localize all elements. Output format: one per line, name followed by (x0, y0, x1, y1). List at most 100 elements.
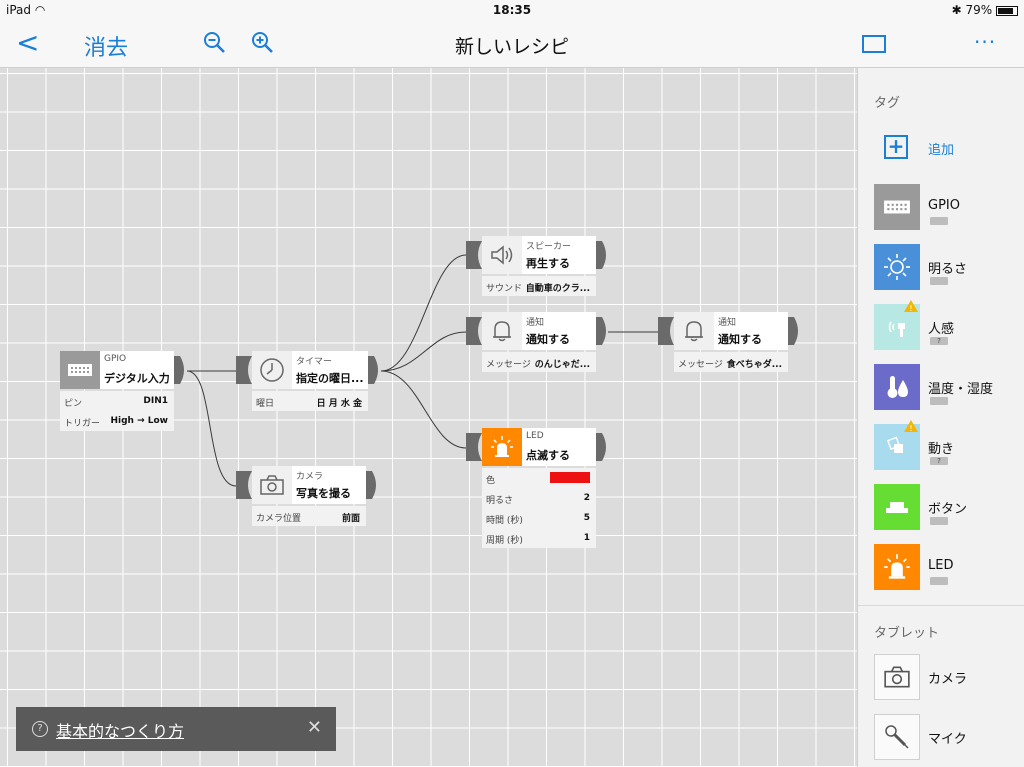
zoom-out-icon[interactable] (202, 30, 226, 58)
node-params: メッセージ食べちゃダ... (674, 352, 788, 372)
param-row[interactable]: 時間 (秒)5 (486, 513, 590, 526)
input-port-icon[interactable] (466, 433, 482, 461)
battery-badge (930, 397, 948, 405)
camera-icon (252, 466, 292, 504)
node-action: 再生する (526, 257, 570, 270)
battery: ✱ 79% (952, 3, 1018, 17)
status-badge: ? (930, 457, 948, 465)
tablet-item-camera[interactable]: カメラ (874, 654, 1024, 704)
battery-icon (996, 5, 1018, 16)
node-header[interactable]: GPIO デジタル入力 (60, 351, 174, 389)
tags-header: タグ (874, 96, 901, 111)
output-port-icon[interactable] (368, 356, 382, 384)
color-swatch[interactable] (550, 472, 590, 483)
node-action: 点滅する (526, 449, 570, 462)
output-port-icon[interactable] (596, 433, 610, 461)
wire-timer-led (380, 370, 467, 449)
node-params: メッセージのんじゃだ... (482, 352, 596, 372)
warning-icon: ! (904, 300, 918, 312)
zoom-in-icon[interactable] (250, 30, 274, 58)
clock: 18:35 (492, 3, 532, 17)
param-row[interactable]: 曜日日 月 水 金 (256, 399, 362, 409)
param-row[interactable]: 周期 (秒)1 (486, 533, 590, 546)
status-bar: iPad ◠ 18:35 ✱ 79% (0, 0, 1024, 22)
node-header[interactable]: タイマー 指定の曜日... (252, 351, 368, 389)
input-port-icon[interactable] (466, 241, 482, 269)
plus-icon: + (884, 135, 908, 159)
node-params: サウンド自動車のクラ... (482, 276, 596, 296)
wifi-icon: ◠ (34, 3, 46, 17)
tablet-item-microphone[interactable]: マイク (874, 714, 1024, 764)
wire-gpio-camera (186, 370, 237, 487)
tag-item-brightness[interactable]: 明るさ (874, 244, 1024, 294)
input-port-icon[interactable] (658, 317, 674, 345)
tag-item-motion-sensor[interactable]: ! 人感 ? (874, 300, 1024, 354)
node-action: デジタル入力 (104, 372, 170, 385)
view-toggle-icon[interactable] (862, 35, 886, 57)
node-type: タイマー (296, 357, 333, 367)
param-row[interactable]: メッセージのんじゃだ... (486, 360, 590, 370)
node-header[interactable]: 通知 通知する (482, 312, 596, 350)
bell-icon (674, 312, 714, 350)
back-button[interactable]: < (16, 26, 40, 59)
node-type: 通知 (526, 318, 545, 328)
tag-item-gpio[interactable]: GPIO (874, 184, 1024, 234)
tag-item-led[interactable]: LED (874, 544, 1024, 594)
param-row[interactable]: 色 (482, 468, 596, 488)
input-port-icon[interactable] (236, 356, 252, 384)
node-header[interactable]: スピーカー 再生する (482, 236, 596, 274)
node-header[interactable]: カメラ 写真を撮る (252, 466, 366, 504)
camera-icon (874, 654, 920, 700)
led-icon (482, 428, 522, 466)
tablet-header: タブレット (874, 626, 940, 641)
node-header[interactable]: LED 点滅する (482, 428, 596, 466)
output-port-icon[interactable] (596, 241, 610, 269)
tag-item-movement[interactable]: ! 動き ? (874, 420, 1024, 474)
brightness-icon (874, 244, 920, 290)
battery-badge (930, 517, 948, 525)
node-type: GPIO (104, 354, 127, 364)
node-header[interactable]: 通知 通知する (674, 312, 788, 350)
tutorial-link[interactable]: 基本的なつくり方 (56, 722, 185, 741)
param-row[interactable]: カメラ位置前面 (256, 514, 360, 524)
output-port-icon[interactable] (366, 471, 380, 499)
param-row[interactable]: サウンド自動車のクラ... (486, 284, 590, 294)
divider (858, 605, 1024, 606)
node-params: カメラ位置前面 (252, 506, 366, 526)
tag-item-temperature[interactable]: 温度・湿度 (874, 364, 1024, 414)
node-params: 曜日日 月 水 金 (252, 391, 368, 411)
output-port-icon[interactable] (596, 317, 610, 345)
input-port-icon[interactable] (466, 317, 482, 345)
close-icon[interactable]: ✕ (306, 717, 322, 738)
add-tag-button[interactable]: + 追加 (882, 132, 1002, 162)
output-port-icon[interactable] (174, 356, 188, 384)
tag-sidebar[interactable]: タグ + 追加 GPIO 明るさ ! 人感 ? 温度・湿度 (857, 68, 1024, 767)
more-button[interactable]: ··· (974, 30, 997, 54)
input-port-icon[interactable] (236, 471, 252, 499)
node-type: カメラ (296, 472, 324, 482)
battery-badge (930, 217, 948, 225)
node-action: 通知する (526, 333, 570, 346)
param-row[interactable]: メッセージ食べちゃダ... (678, 360, 782, 370)
node-action: 指定の曜日... (296, 372, 364, 385)
node-action: 通知する (718, 333, 762, 346)
node-type: LED (526, 431, 544, 441)
wire-timer-notify (380, 331, 467, 372)
device-name: iPad ◠ (6, 3, 46, 17)
output-port-icon[interactable] (788, 317, 802, 345)
led-icon (874, 544, 920, 590)
motion-sensor-icon: ! (874, 300, 920, 350)
warning-icon: ! (904, 420, 918, 432)
nav-bar: < 消去 新しいレシピ ··· (0, 22, 1024, 68)
delete-button[interactable]: 消去 (84, 36, 129, 61)
clock-icon (252, 351, 292, 389)
movement-icon: ! (874, 420, 920, 470)
tag-item-button[interactable]: ボタン (874, 484, 1024, 534)
gpio-icon (874, 184, 920, 230)
